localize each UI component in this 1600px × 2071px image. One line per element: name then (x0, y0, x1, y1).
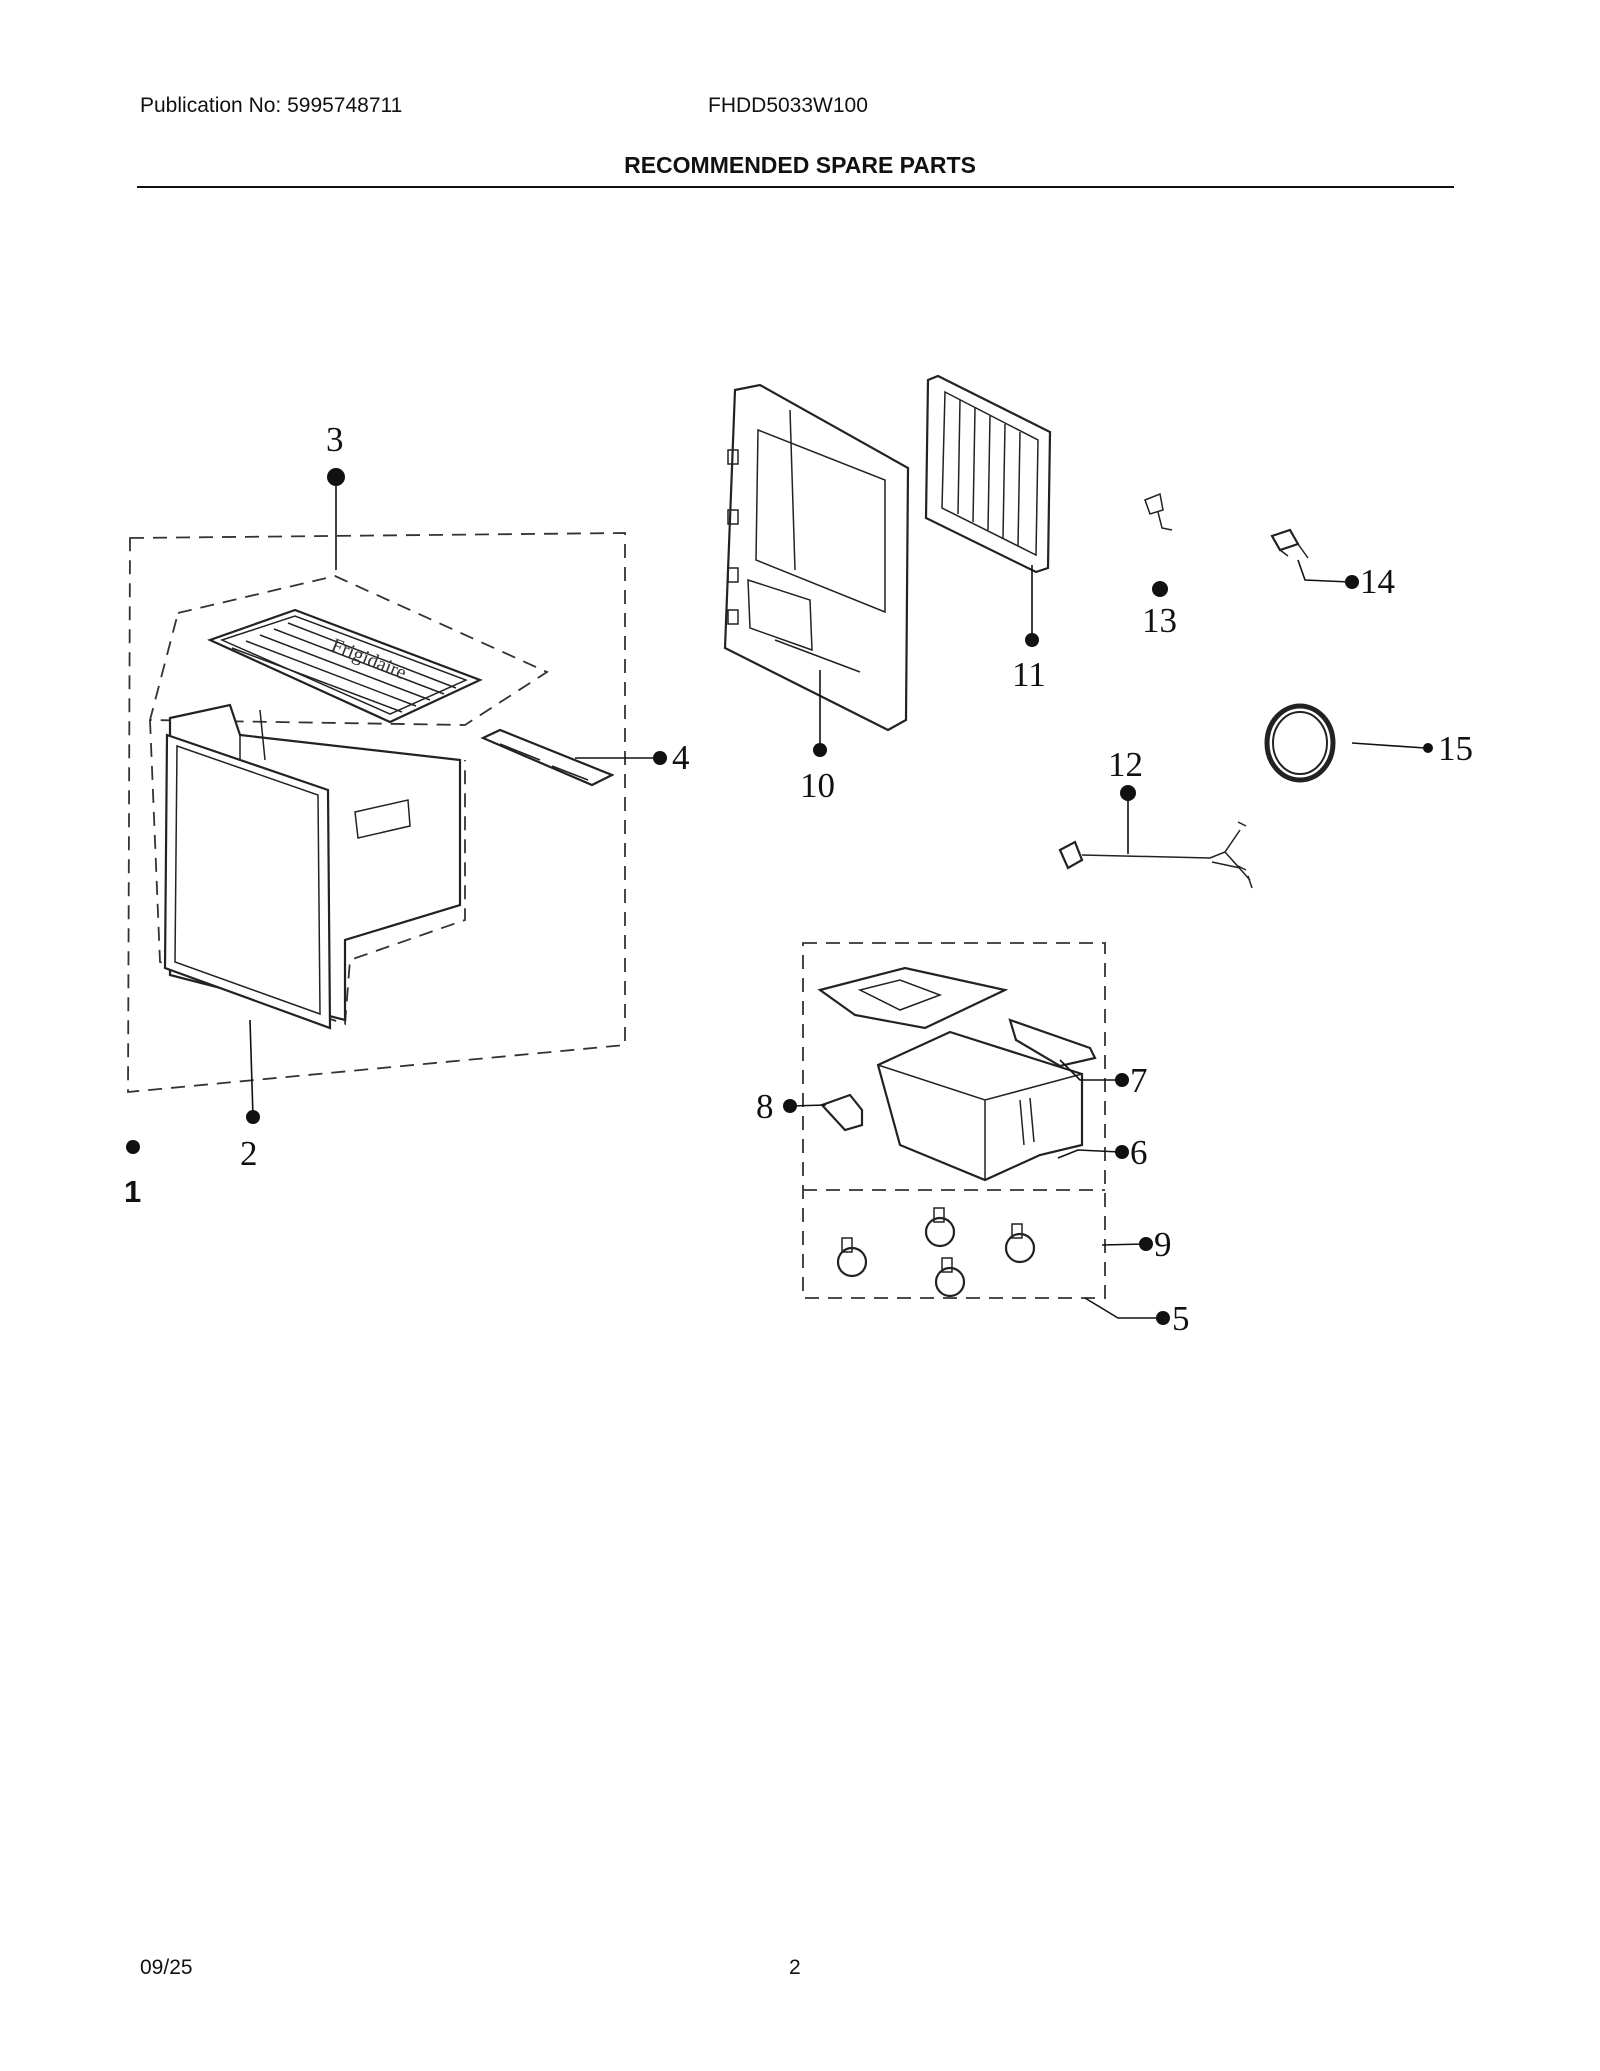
callout-8: 8 (756, 1087, 774, 1126)
humidity-sensor-part (1144, 492, 1173, 531)
publication-number: Publication No: 5995748711 (140, 94, 403, 117)
callout-1: 1 (124, 1174, 141, 1209)
front-panel-part (163, 733, 332, 1030)
power-cord-part (1058, 821, 1253, 889)
back-panel-part (723, 383, 910, 732)
page-title: RECOMMENDED SPARE PARTS (624, 152, 976, 178)
bucket-body-part (876, 1030, 1084, 1182)
page-number: 2 (789, 1956, 801, 1979)
gasket-ring-part (1264, 703, 1336, 783)
water-bucket-assembly-group (802, 942, 1106, 1299)
cabinet-body-boundary (149, 719, 466, 1026)
bucket-handle-part (1008, 1018, 1097, 1068)
callout-5: 5 (1172, 1299, 1190, 1338)
control-board-part (480, 728, 615, 787)
callout-6: 6 (1130, 1133, 1148, 1172)
cabinet-assembly-group: Frigidaire (126, 468, 667, 1154)
cabinet-group-boundary (127, 532, 626, 1093)
title-rule (137, 186, 1454, 188)
caster-wheels-part (836, 1207, 1036, 1298)
callout-15: 15 (1438, 729, 1473, 768)
callout-13: 13 (1142, 601, 1177, 640)
callout-2: 2 (240, 1134, 258, 1173)
top-grille-part: Frigidaire (207, 608, 483, 724)
callout-12: 12 (1108, 745, 1143, 784)
callout-11: 11 (1012, 655, 1046, 694)
model-number: FHDD5033W100 (708, 94, 868, 117)
callout-10: 10 (800, 766, 835, 805)
footer-date: 09/25 (140, 1956, 193, 1979)
water-float-part (820, 1093, 864, 1132)
air-filter-part (924, 374, 1052, 574)
callout-9: 9 (1154, 1225, 1172, 1264)
callout-7: 7 (1130, 1061, 1148, 1100)
callout-3: 3 (326, 420, 344, 459)
top-cover-boundary (148, 575, 549, 726)
callout-4: 4 (672, 738, 690, 777)
bucket-lid-part (817, 966, 1009, 1030)
float-switch-part (1270, 528, 1309, 559)
callout-14: 14 (1360, 562, 1395, 601)
